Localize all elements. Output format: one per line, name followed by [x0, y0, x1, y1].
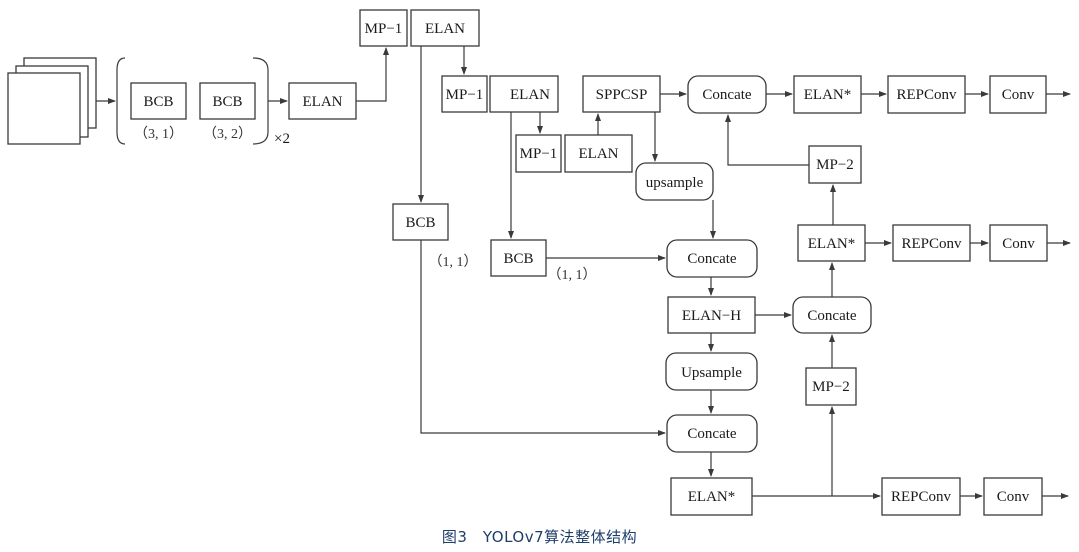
node-bcb-3-1: BCB （3, 1） — [130, 82, 187, 142]
node-label: BCB — [405, 215, 435, 231]
node-label: REPConv — [901, 236, 962, 252]
node-elan-h: ELAN−H — [667, 296, 756, 334]
node-elan-star-low: ELAN* — [670, 477, 753, 516]
node-param: （3, 1） — [134, 126, 183, 142]
nodes: BCB （3, 1） BCB （3, 2） ELAN MP−1 ELAN MP−… — [130, 9, 1048, 516]
node-label: ELAN* — [688, 489, 736, 505]
node-label: Conv — [1002, 236, 1035, 252]
node-label: REPConv — [891, 489, 952, 505]
edge-elan-to-mp1a — [356, 47, 389, 102]
node-label: Concate — [702, 87, 751, 103]
node-label: BCB — [212, 94, 242, 110]
node-upsample-low: Upsample — [665, 352, 758, 391]
node-repconv-low: REPConv — [881, 477, 961, 516]
node-label: BCB — [503, 251, 533, 267]
node-elan-a: ELAN — [410, 9, 480, 47]
figure-caption: 图3 YOLOv7算法整体结构 — [441, 528, 638, 546]
node-elan-star-mid: ELAN* — [797, 224, 866, 262]
node-label: Concate — [687, 251, 736, 267]
node-label: Conv — [997, 489, 1030, 505]
node-label: Upsample — [681, 365, 742, 381]
node-bcb-3-2: BCB （3, 2） — [199, 82, 256, 142]
node-label: BCB — [143, 94, 173, 110]
node-label: MP−2 — [816, 157, 854, 173]
node-label: MP−1 — [365, 21, 403, 37]
node-repconv-top: REPConv — [887, 75, 966, 114]
node-label: Concate — [807, 308, 856, 324]
node-concate-right: Concate — [792, 296, 872, 334]
node-sppcsp: SPPCSP — [582, 75, 661, 113]
node-label: ELAN* — [808, 236, 856, 252]
node-label: Concate — [687, 426, 736, 442]
node-concate-low: Concate — [666, 414, 758, 453]
node-label: Conv — [1002, 87, 1035, 103]
node-mp2-top: MP−2 — [808, 145, 862, 184]
node-label: MP−1 — [520, 146, 558, 162]
node-label: MP−2 — [812, 379, 850, 395]
input-layer-front — [7, 72, 81, 145]
node-label: ELAN — [579, 146, 619, 162]
node-conv-top: Conv — [989, 75, 1047, 114]
node-elan-c: ELAN — [564, 134, 633, 173]
node-label: ELAN — [425, 21, 465, 37]
node-repconv-mid: REPConv — [892, 224, 971, 262]
node-concate-mid: Concate — [666, 239, 758, 278]
node-label: ELAN — [303, 94, 343, 110]
node-mp1-a: MP−1 — [359, 9, 408, 47]
node-mp2-low: MP−2 — [805, 367, 857, 406]
node-label: MP−1 — [446, 87, 484, 103]
node-label: ELAN — [510, 87, 550, 103]
node-param: （1, 1） — [429, 254, 478, 270]
node-mp1-b: MP−1 — [441, 75, 488, 113]
node-bcb-mid: BCB （1, 1） — [490, 239, 597, 283]
bracket-left — [116, 57, 126, 145]
node-conv-low: Conv — [983, 477, 1043, 516]
node-elan-star-top: ELAN* — [793, 75, 862, 114]
edge-mp2top-to-concate-top — [725, 114, 809, 166]
node-label: upsample — [646, 175, 704, 191]
node-conv-mid: Conv — [989, 224, 1048, 262]
node-label: ELAN* — [804, 87, 852, 103]
node-param: （3, 2） — [203, 126, 252, 142]
repeat-count-label: ×2 — [274, 131, 290, 147]
node-concate-top: Concate — [687, 75, 767, 114]
node-label: SPPCSP — [596, 87, 648, 103]
node-bcb-left: BCB （1, 1） — [392, 203, 478, 270]
node-upsample-top: upsample — [635, 162, 714, 201]
node-label: ELAN−H — [682, 308, 741, 324]
node-elan-stem: ELAN — [288, 82, 357, 120]
node-label: REPConv — [896, 87, 957, 103]
node-mp1-c: MP−1 — [515, 134, 562, 173]
edge-bcbleft-to-concate-low — [420, 240, 666, 436]
node-elan-b: ELAN — [489, 75, 559, 113]
input-image-stack — [7, 57, 97, 145]
node-param: （1, 1） — [548, 267, 597, 283]
edges — [96, 46, 1071, 499]
